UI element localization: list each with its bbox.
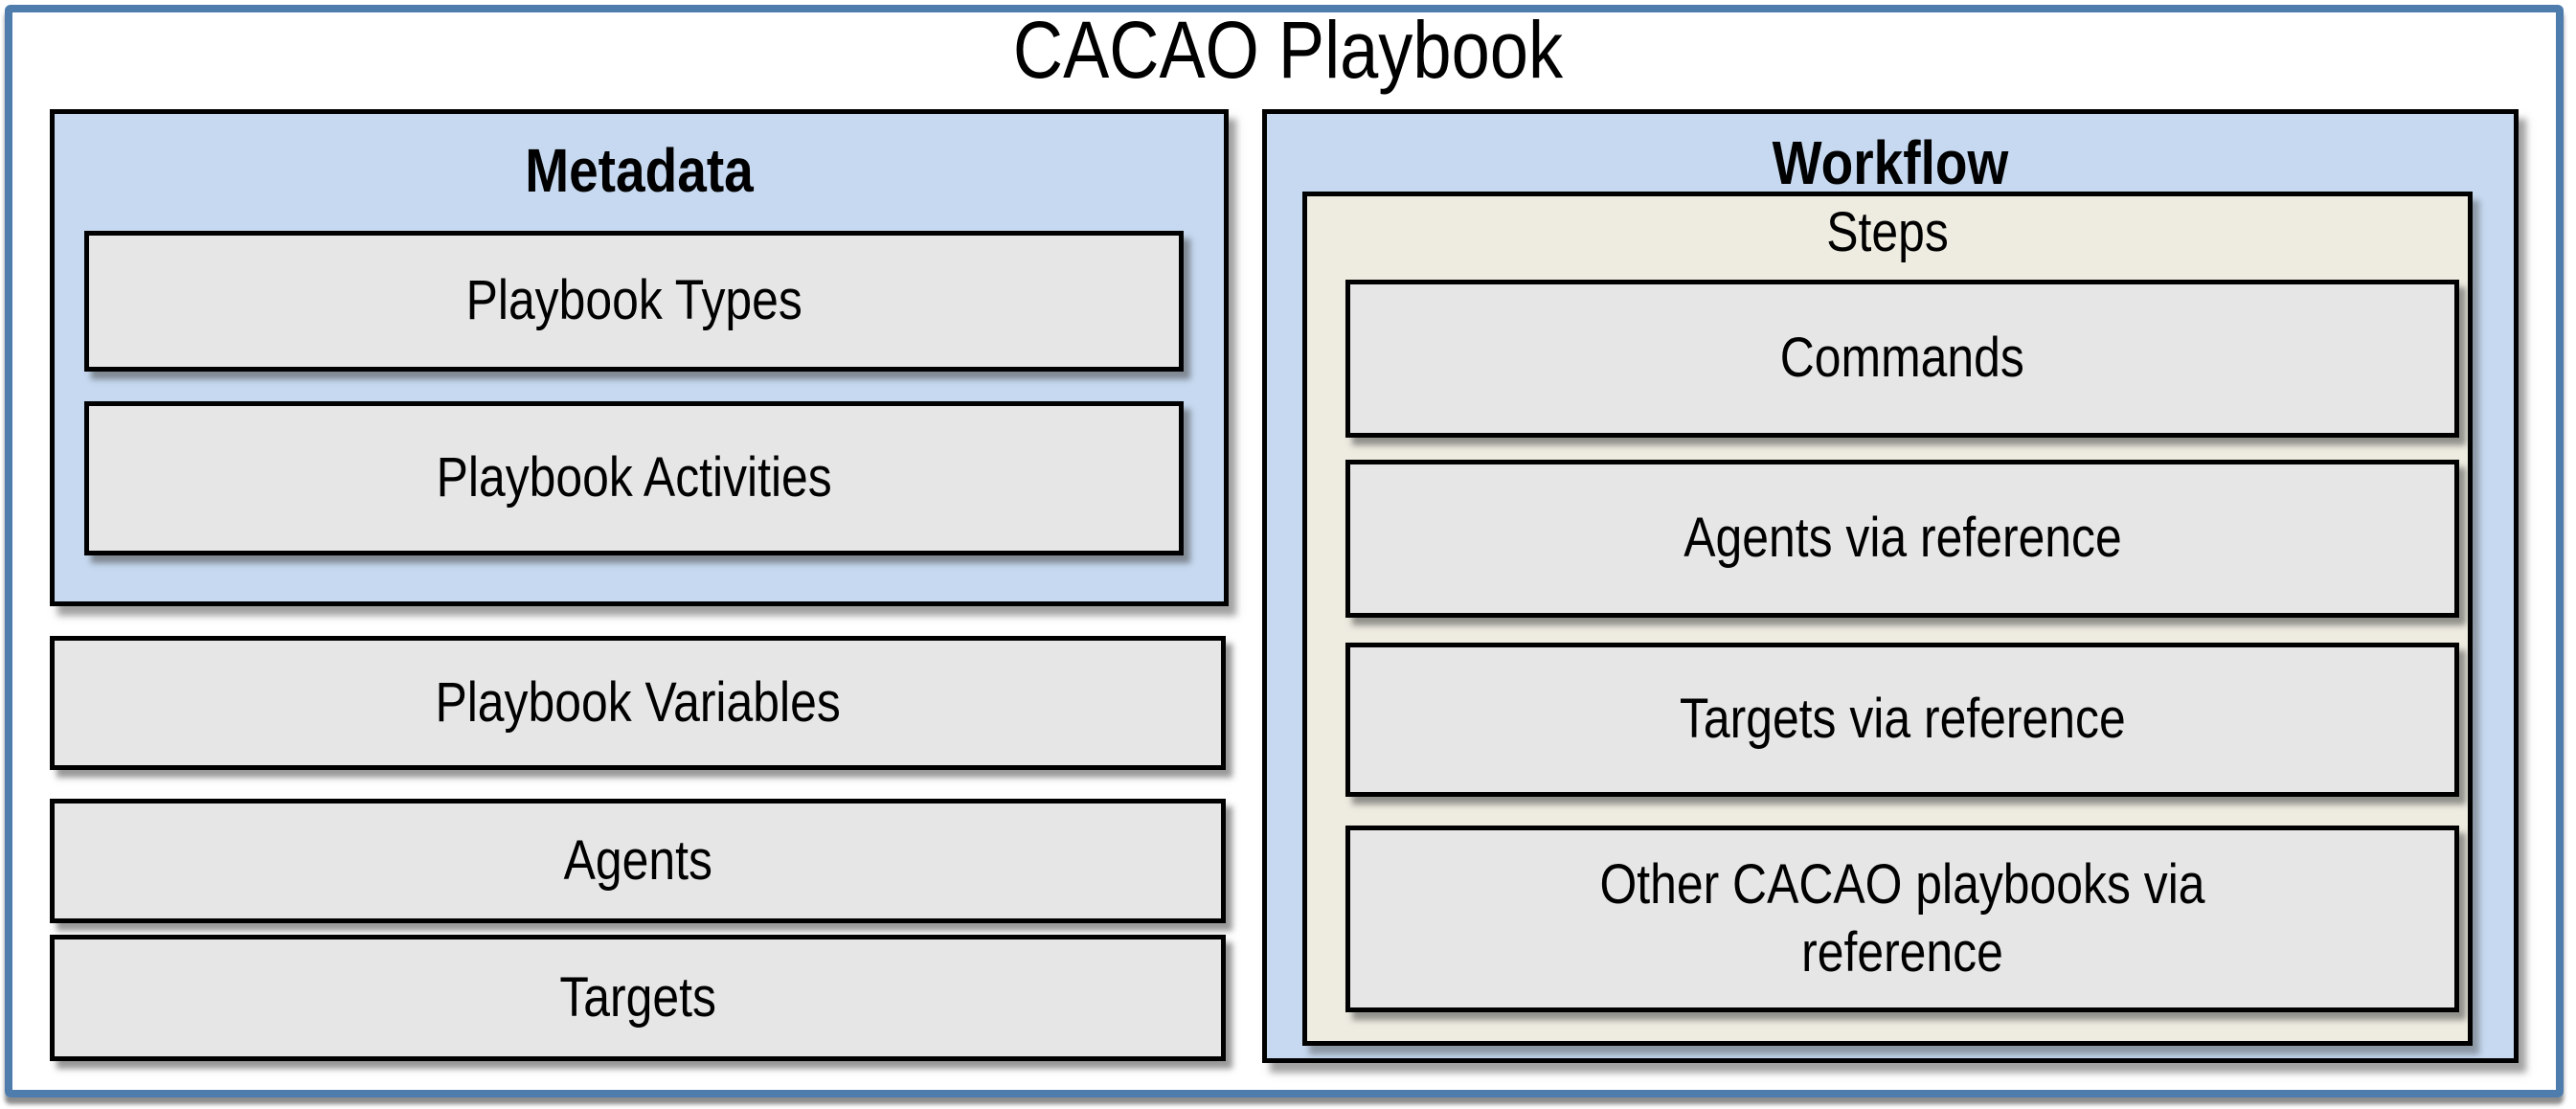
steps-container: Steps Commands Agents via reference Targ… — [1302, 192, 2473, 1046]
diagram-title: CACAO Playbook — [1012, 5, 1564, 95]
box-playbook-activities: Playbook Activities — [84, 401, 1184, 555]
metadata-heading: Metadata — [525, 136, 754, 205]
box-commands-label: Commands — [1779, 327, 2025, 390]
box-playbook-variables: Playbook Variables — [50, 636, 1226, 770]
box-other-cacao-playbooks-label: Other CACAO playbooks via reference — [1599, 852, 2205, 984]
box-agents: Agents — [50, 799, 1226, 923]
box-targets-label: Targets — [559, 965, 716, 1029]
box-commands: Commands — [1345, 280, 2459, 438]
box-targets-via-reference: Targets via reference — [1345, 643, 2459, 797]
box-playbook-activities-label: Playbook Activities — [436, 446, 832, 509]
metadata-section: Metadata Playbook Types Playbook Activit… — [50, 109, 1229, 606]
workflow-heading: Workflow — [1772, 128, 2009, 197]
box-agents-via-reference: Agents via reference — [1345, 460, 2459, 618]
outer-frame — [5, 5, 2564, 1098]
steps-heading: Steps — [1826, 201, 1949, 263]
box-playbook-types-label: Playbook Types — [465, 269, 802, 332]
box-agents-via-reference-label: Agents via reference — [1683, 507, 2122, 570]
box-agents-label: Agents — [563, 828, 712, 892]
box-playbook-variables-label: Playbook Variables — [435, 670, 841, 734]
workflow-section: Workflow Steps Commands Agents via refer… — [1262, 109, 2519, 1063]
box-playbook-types: Playbook Types — [84, 231, 1184, 372]
box-other-cacao-playbooks: Other CACAO playbooks via reference — [1345, 826, 2459, 1012]
box-targets: Targets — [50, 935, 1226, 1061]
box-targets-via-reference-label: Targets via reference — [1679, 688, 2126, 751]
